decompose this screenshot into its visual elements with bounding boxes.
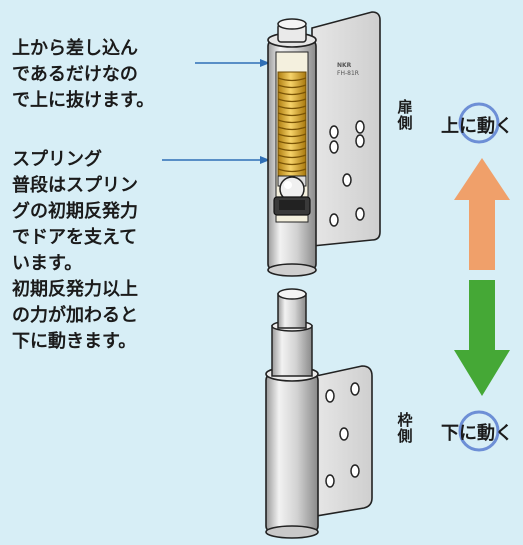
spring-coil (277, 133, 307, 138)
up-ring (458, 102, 500, 144)
spring-coil (277, 140, 307, 145)
move-up-label: 上に動く (441, 116, 513, 137)
callout-spring-line: グの初期反発力 (12, 201, 138, 222)
down-arrow (454, 280, 510, 396)
callout-spring-line: います。 (12, 253, 83, 274)
callout-spring-line: でドアを支えて (12, 227, 138, 248)
spring-coil (277, 168, 307, 173)
spring-coil (277, 161, 307, 166)
callout-line-spring (162, 156, 270, 164)
spring-coil (277, 84, 307, 89)
callout-bottom-line: 下に動きます。 (12, 331, 137, 352)
callout-spring-line: 普段はスプリン (12, 175, 138, 196)
spring-coil (277, 147, 307, 152)
callout-bottom: 初期反発力以上 の力が加わると 下に動きます。 (12, 277, 138, 355)
lower-barrel (265, 288, 319, 539)
door-side-char: 扉 (397, 98, 413, 116)
callout-top-line: で上に抜けます。 (12, 90, 155, 111)
callout-bottom-line: の力が加わると (12, 305, 138, 326)
frame-side-label: 枠 側 (396, 412, 414, 444)
upper-leaf-plate (311, 11, 381, 247)
callout-spring: 普段はスプリン グの初期反発力 でドアを支えて います。 (12, 173, 138, 277)
spring-coil (277, 77, 307, 82)
frame-side-char: 枠 (397, 411, 413, 429)
spring-coil (277, 154, 307, 159)
door-side-label: 扉 側 (396, 99, 414, 131)
steel-ball (273, 175, 311, 216)
spring (277, 71, 307, 177)
spring-coil (277, 91, 307, 96)
callout-top-line: であるだけなの (12, 64, 138, 85)
spring-coil (277, 105, 307, 110)
model-stamp: FH-81R (337, 70, 359, 77)
up-arrow (454, 158, 510, 270)
down-ring (458, 410, 500, 452)
brand-stamp: NKR (337, 62, 352, 69)
frame-side-char: 側 (397, 427, 413, 445)
callout-top: 上から差し込ん であるだけなの で上に抜けます。 (12, 36, 154, 114)
spring-coil (277, 126, 307, 131)
lower-leaf-plate (315, 365, 373, 517)
spring-coil (277, 112, 307, 117)
callout-bottom-line: 初期反発力以上 (12, 279, 138, 300)
callout-top-line: 上から差し込ん (12, 38, 138, 59)
spring-coil (277, 119, 307, 124)
door-side-char: 側 (397, 114, 413, 132)
spring-title: スプリング (12, 149, 102, 170)
move-down-label: 下に動く (441, 423, 513, 444)
callout-line-top (195, 59, 270, 67)
spring-coil (277, 98, 307, 103)
